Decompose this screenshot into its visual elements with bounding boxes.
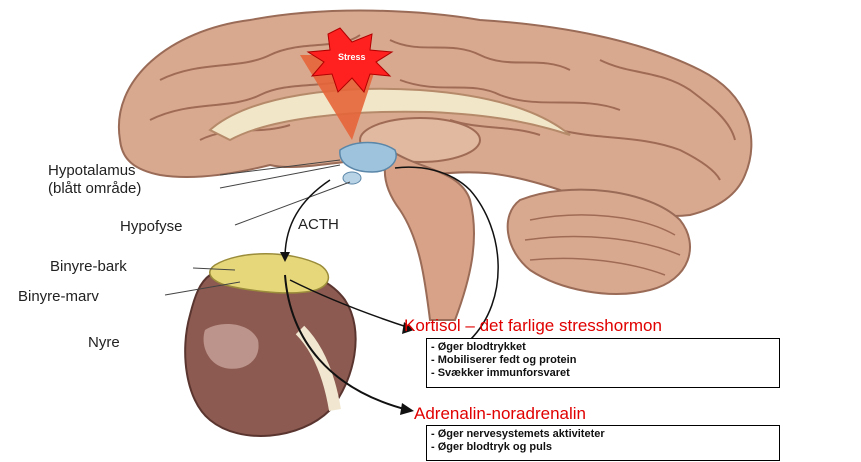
binyre-bark-label: Binyre-bark bbox=[50, 258, 127, 275]
kortisol-effect-item: - Øger blodtrykket bbox=[431, 341, 775, 354]
hypotalamus-sublabel: (blått område) bbox=[48, 180, 141, 197]
brainstem bbox=[385, 150, 474, 320]
kortisol-effects-box: - Øger blodtrykket - Mobiliserer fedt og… bbox=[426, 338, 780, 388]
kortisol-effect-item: - Svækker immunforsvaret bbox=[431, 367, 775, 380]
acth-label: ACTH bbox=[298, 216, 339, 233]
binyre-marv-label: Binyre-marv bbox=[18, 288, 99, 305]
hypothalamus-area bbox=[340, 143, 396, 173]
kortisol-title: Kortisol – det farlige stresshormon bbox=[404, 316, 662, 336]
kortisol-effect-item: - Mobiliserer fedt og protein bbox=[431, 354, 775, 367]
nyre-label: Nyre bbox=[88, 334, 120, 351]
hypofyse-label: Hypofyse bbox=[120, 218, 183, 235]
hypotalamus-label: Hypotalamus bbox=[48, 162, 136, 179]
adrenalin-effects-box: - Øger nervesystemets aktiviteter - Øger… bbox=[426, 425, 780, 461]
adrenalin-title: Adrenalin-noradrenalin bbox=[414, 404, 586, 424]
adrenalin-effect-item: - Øger blodtryk og puls bbox=[431, 441, 775, 454]
adrenalin-effect-item: - Øger nervesystemets aktiviteter bbox=[431, 428, 775, 441]
pituitary bbox=[343, 172, 361, 184]
adrenalin-arrowhead bbox=[400, 403, 414, 415]
stress-label: Stress bbox=[338, 52, 366, 62]
